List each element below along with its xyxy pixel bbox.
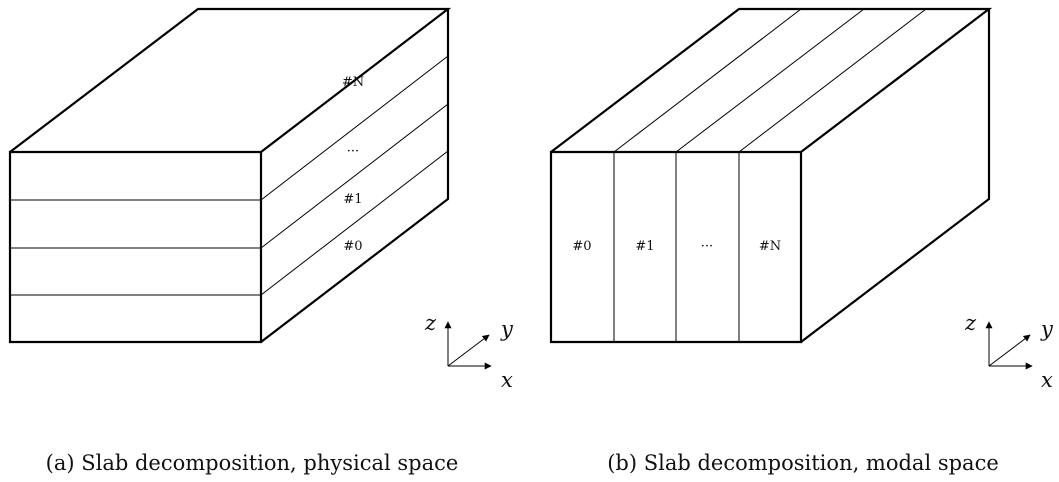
y-axis-label: y bbox=[500, 317, 514, 341]
box-top-face bbox=[9, 7, 452, 153]
slab-divider-side bbox=[260, 55, 449, 201]
box-side-face bbox=[800, 9, 991, 343]
slab-divider-top bbox=[613, 8, 802, 153]
diagram-b-modal-space: #0 #1 ··· #N z y x (b) Slab decompositio… bbox=[549, 7, 1054, 475]
slab-label: #0 bbox=[343, 239, 362, 254]
slab-divider-top bbox=[675, 8, 865, 153]
y-axis-arrow bbox=[447, 334, 490, 367]
slab-label: #1 bbox=[635, 239, 654, 254]
slab-label: #N bbox=[759, 239, 781, 254]
slab-label: #1 bbox=[343, 192, 362, 207]
slab-divider-side bbox=[260, 103, 449, 249]
x-axis-label: x bbox=[501, 368, 513, 392]
diagram-a-physical-space: #N ··· #1 #0 z y x (a) Slab decompositio… bbox=[8, 7, 514, 475]
caption-a: (a) Slab decomposition, physical space bbox=[46, 451, 459, 475]
axes-triad-b: z y x bbox=[964, 311, 1054, 392]
box-side-face bbox=[260, 9, 450, 343]
box-front-face bbox=[8, 150, 263, 344]
slab-label: ··· bbox=[701, 239, 713, 254]
box-top-face bbox=[550, 7, 993, 153]
slab-label: #N bbox=[342, 75, 364, 90]
z-axis-label: z bbox=[424, 311, 437, 335]
axes-triad-a: z y x bbox=[424, 311, 514, 392]
slab-divider-side bbox=[260, 150, 449, 296]
z-axis-label: z bbox=[964, 311, 977, 335]
slab-divider-top bbox=[738, 8, 927, 153]
caption-b: (b) Slab decomposition, modal space bbox=[607, 451, 999, 475]
slab-label: ··· bbox=[347, 144, 359, 159]
y-axis-label: y bbox=[1040, 317, 1054, 341]
slab-label: #0 bbox=[572, 239, 591, 254]
x-axis-label: x bbox=[1041, 368, 1053, 392]
y-axis-arrow bbox=[988, 334, 1031, 367]
